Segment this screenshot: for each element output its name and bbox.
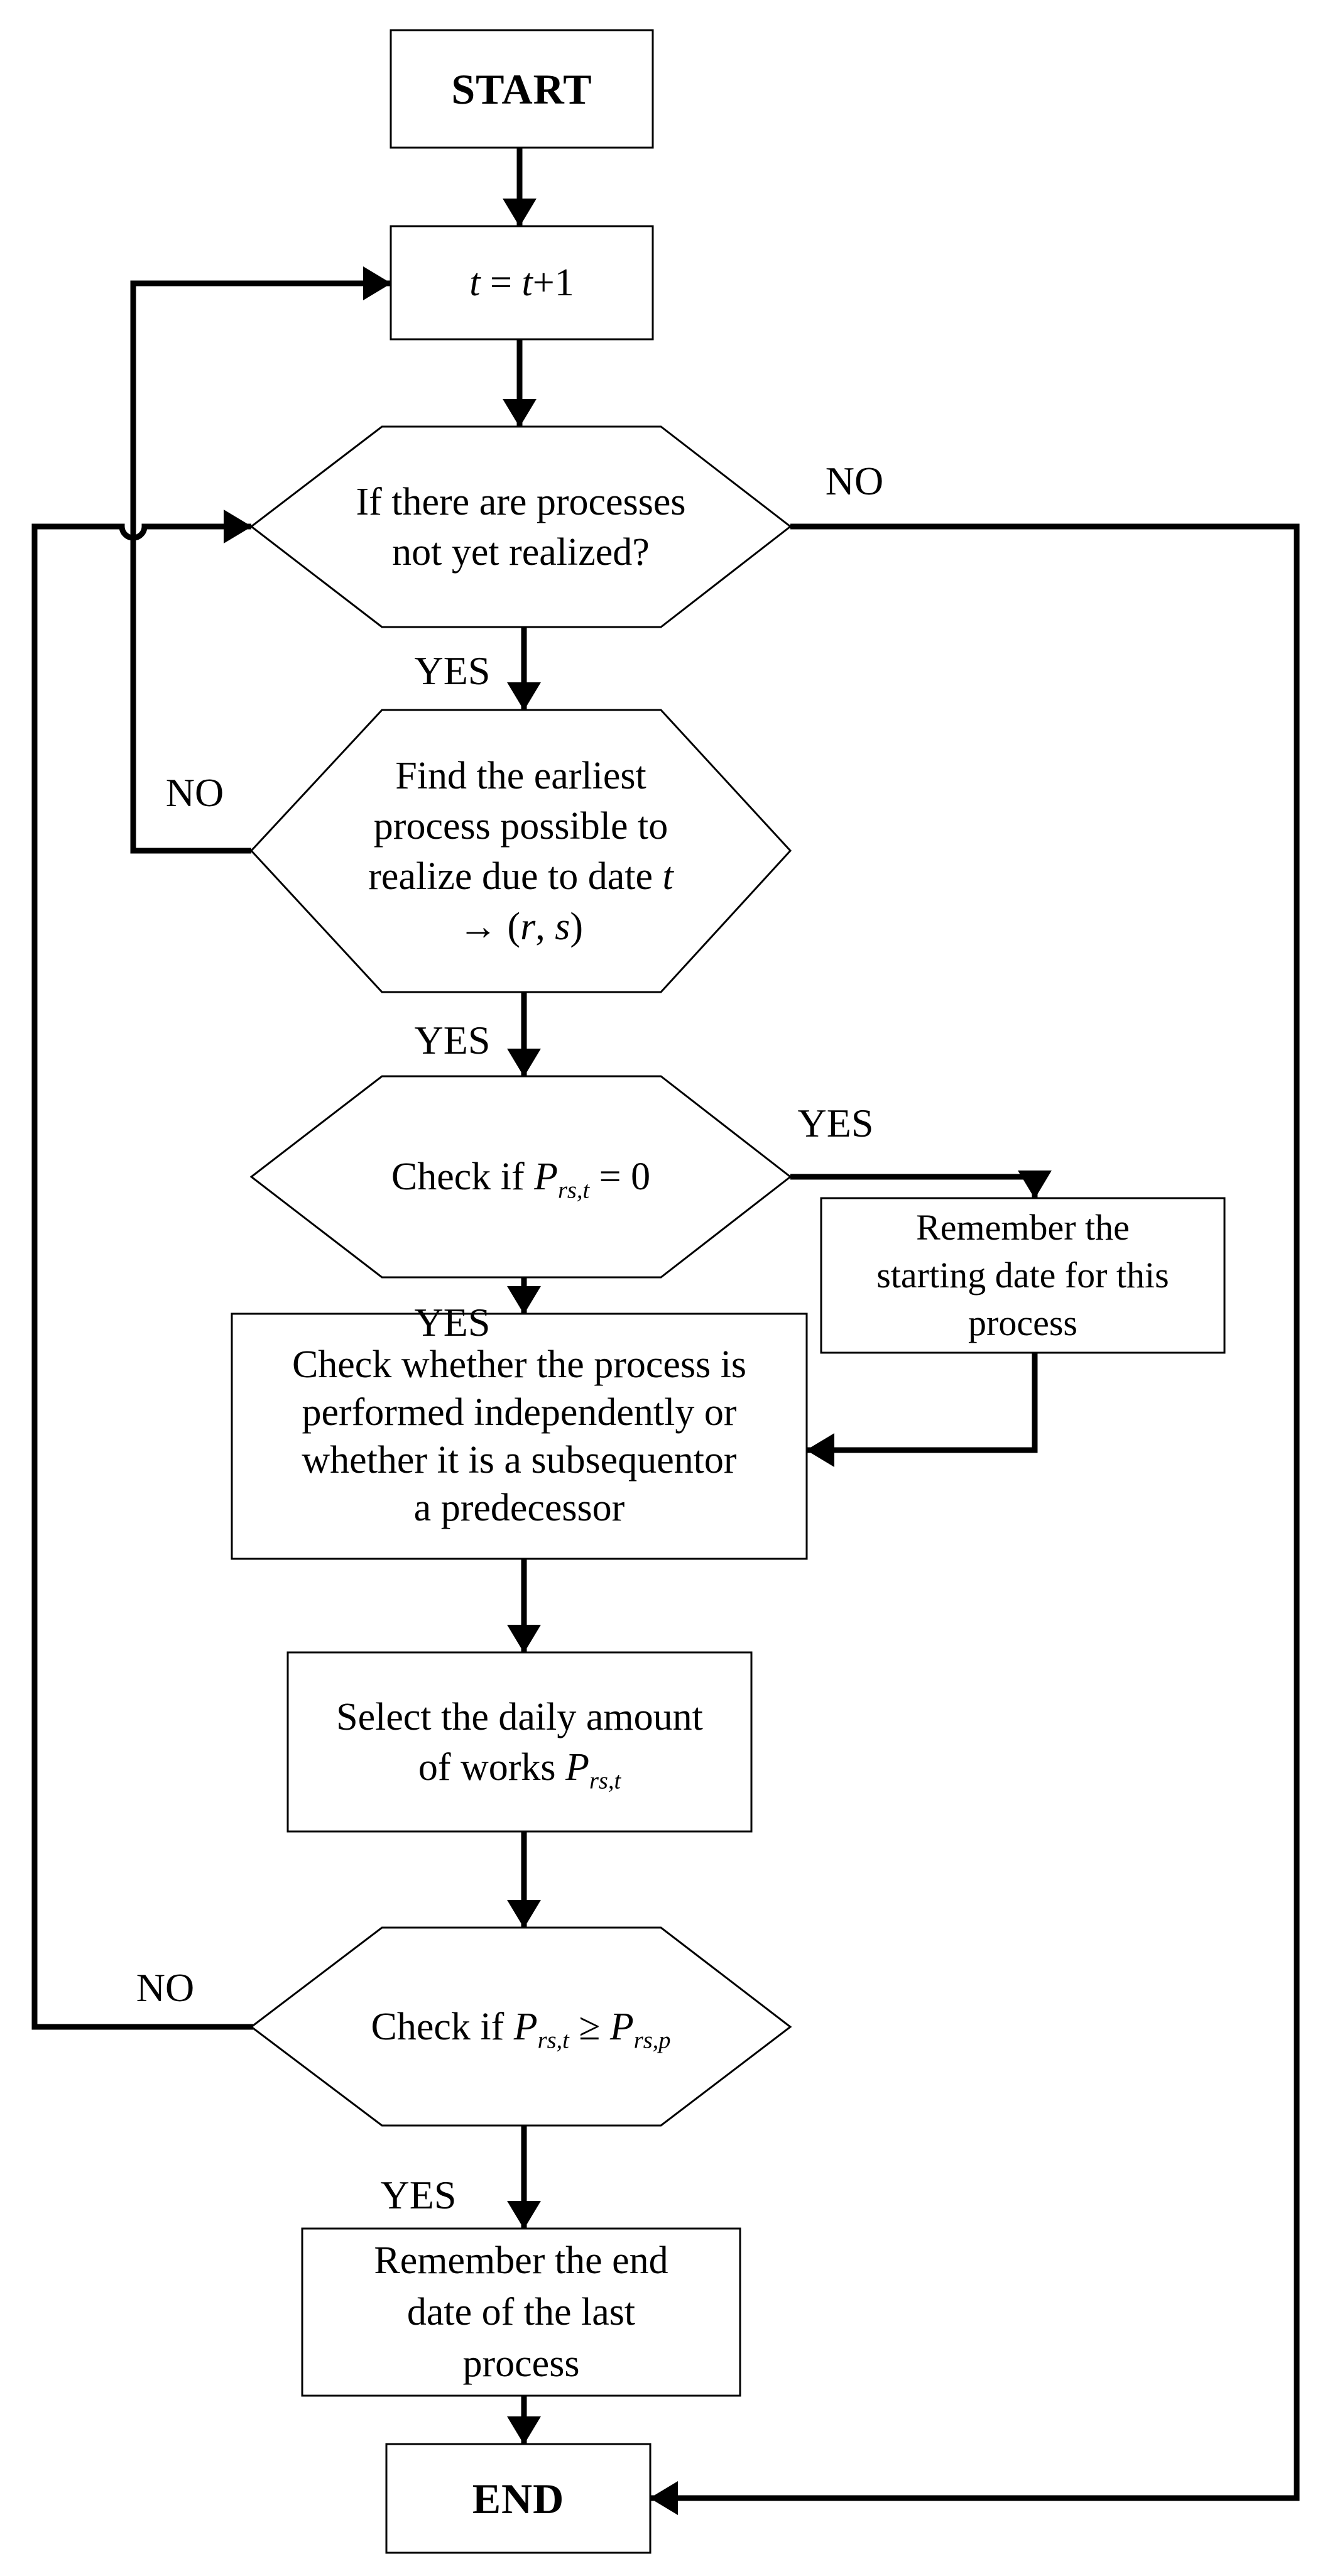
remember-start-node	[820, 1197, 1226, 1354]
edge-hex3-yes-right	[790, 1170, 1052, 1199]
edge-label-hex2-yes: YES	[414, 1018, 491, 1062]
node-shape-group	[231, 29, 1226, 2554]
edge-label-hex3-yes-down: YES	[414, 1300, 491, 1345]
select-daily-node	[286, 1651, 753, 1833]
decision-check-ge-hexagon	[249, 1926, 792, 2127]
edge-hex4-no-loop	[31, 510, 253, 2030]
decision-processes-label: If there are processes not yet realized?	[356, 480, 686, 574]
edge-label-hex4-yes: YES	[380, 2173, 457, 2217]
decision-processes-hexagon	[249, 425, 792, 628]
select-daily-label: Select the daily amount of works Prs,t	[336, 1695, 703, 1794]
increment-node	[390, 225, 654, 341]
edge-label-hex1-yes: YES	[414, 648, 491, 693]
remember-end-label: Remember the end date of the last proces…	[374, 2239, 668, 2385]
edge-label-hex1-no: NO	[825, 459, 884, 503]
edge-label-hex3-yes-right: YES	[797, 1101, 874, 1145]
remember-end-node	[301, 2227, 741, 2397]
end-node	[385, 2443, 652, 2554]
decision-check-zero-hexagon	[249, 1075, 792, 1279]
edge-hex2-no-loop	[130, 266, 391, 854]
decision-find-earliest-hexagon	[249, 709, 792, 993]
start-label: START	[451, 65, 592, 113]
end-label: END	[472, 2474, 565, 2523]
edge-hex1-no-to-end	[650, 523, 1300, 2515]
remember-start-label: Remember the starting date for this proc…	[876, 1207, 1169, 1343]
edge-label-hex2-no: NO	[165, 770, 224, 815]
decision-check-ge-label: Check if Prs,t ≥ Prs,p	[371, 2005, 671, 2053]
edge-label-hex4-no: NO	[136, 1965, 195, 2010]
decision-find-earliest-label: Find the earliest process possible to re…	[368, 754, 673, 948]
start-node	[390, 29, 654, 149]
decision-check-zero-label: Check if Prs,t = 0	[391, 1155, 651, 1204]
check-type-label: Check whether the process is performed i…	[292, 1343, 747, 1529]
connector-group	[31, 148, 1300, 2515]
increment-label: t = t+1	[469, 261, 574, 304]
edge-rememberstart-to-checktype	[806, 1353, 1038, 1467]
check-type-node	[231, 1313, 808, 1560]
